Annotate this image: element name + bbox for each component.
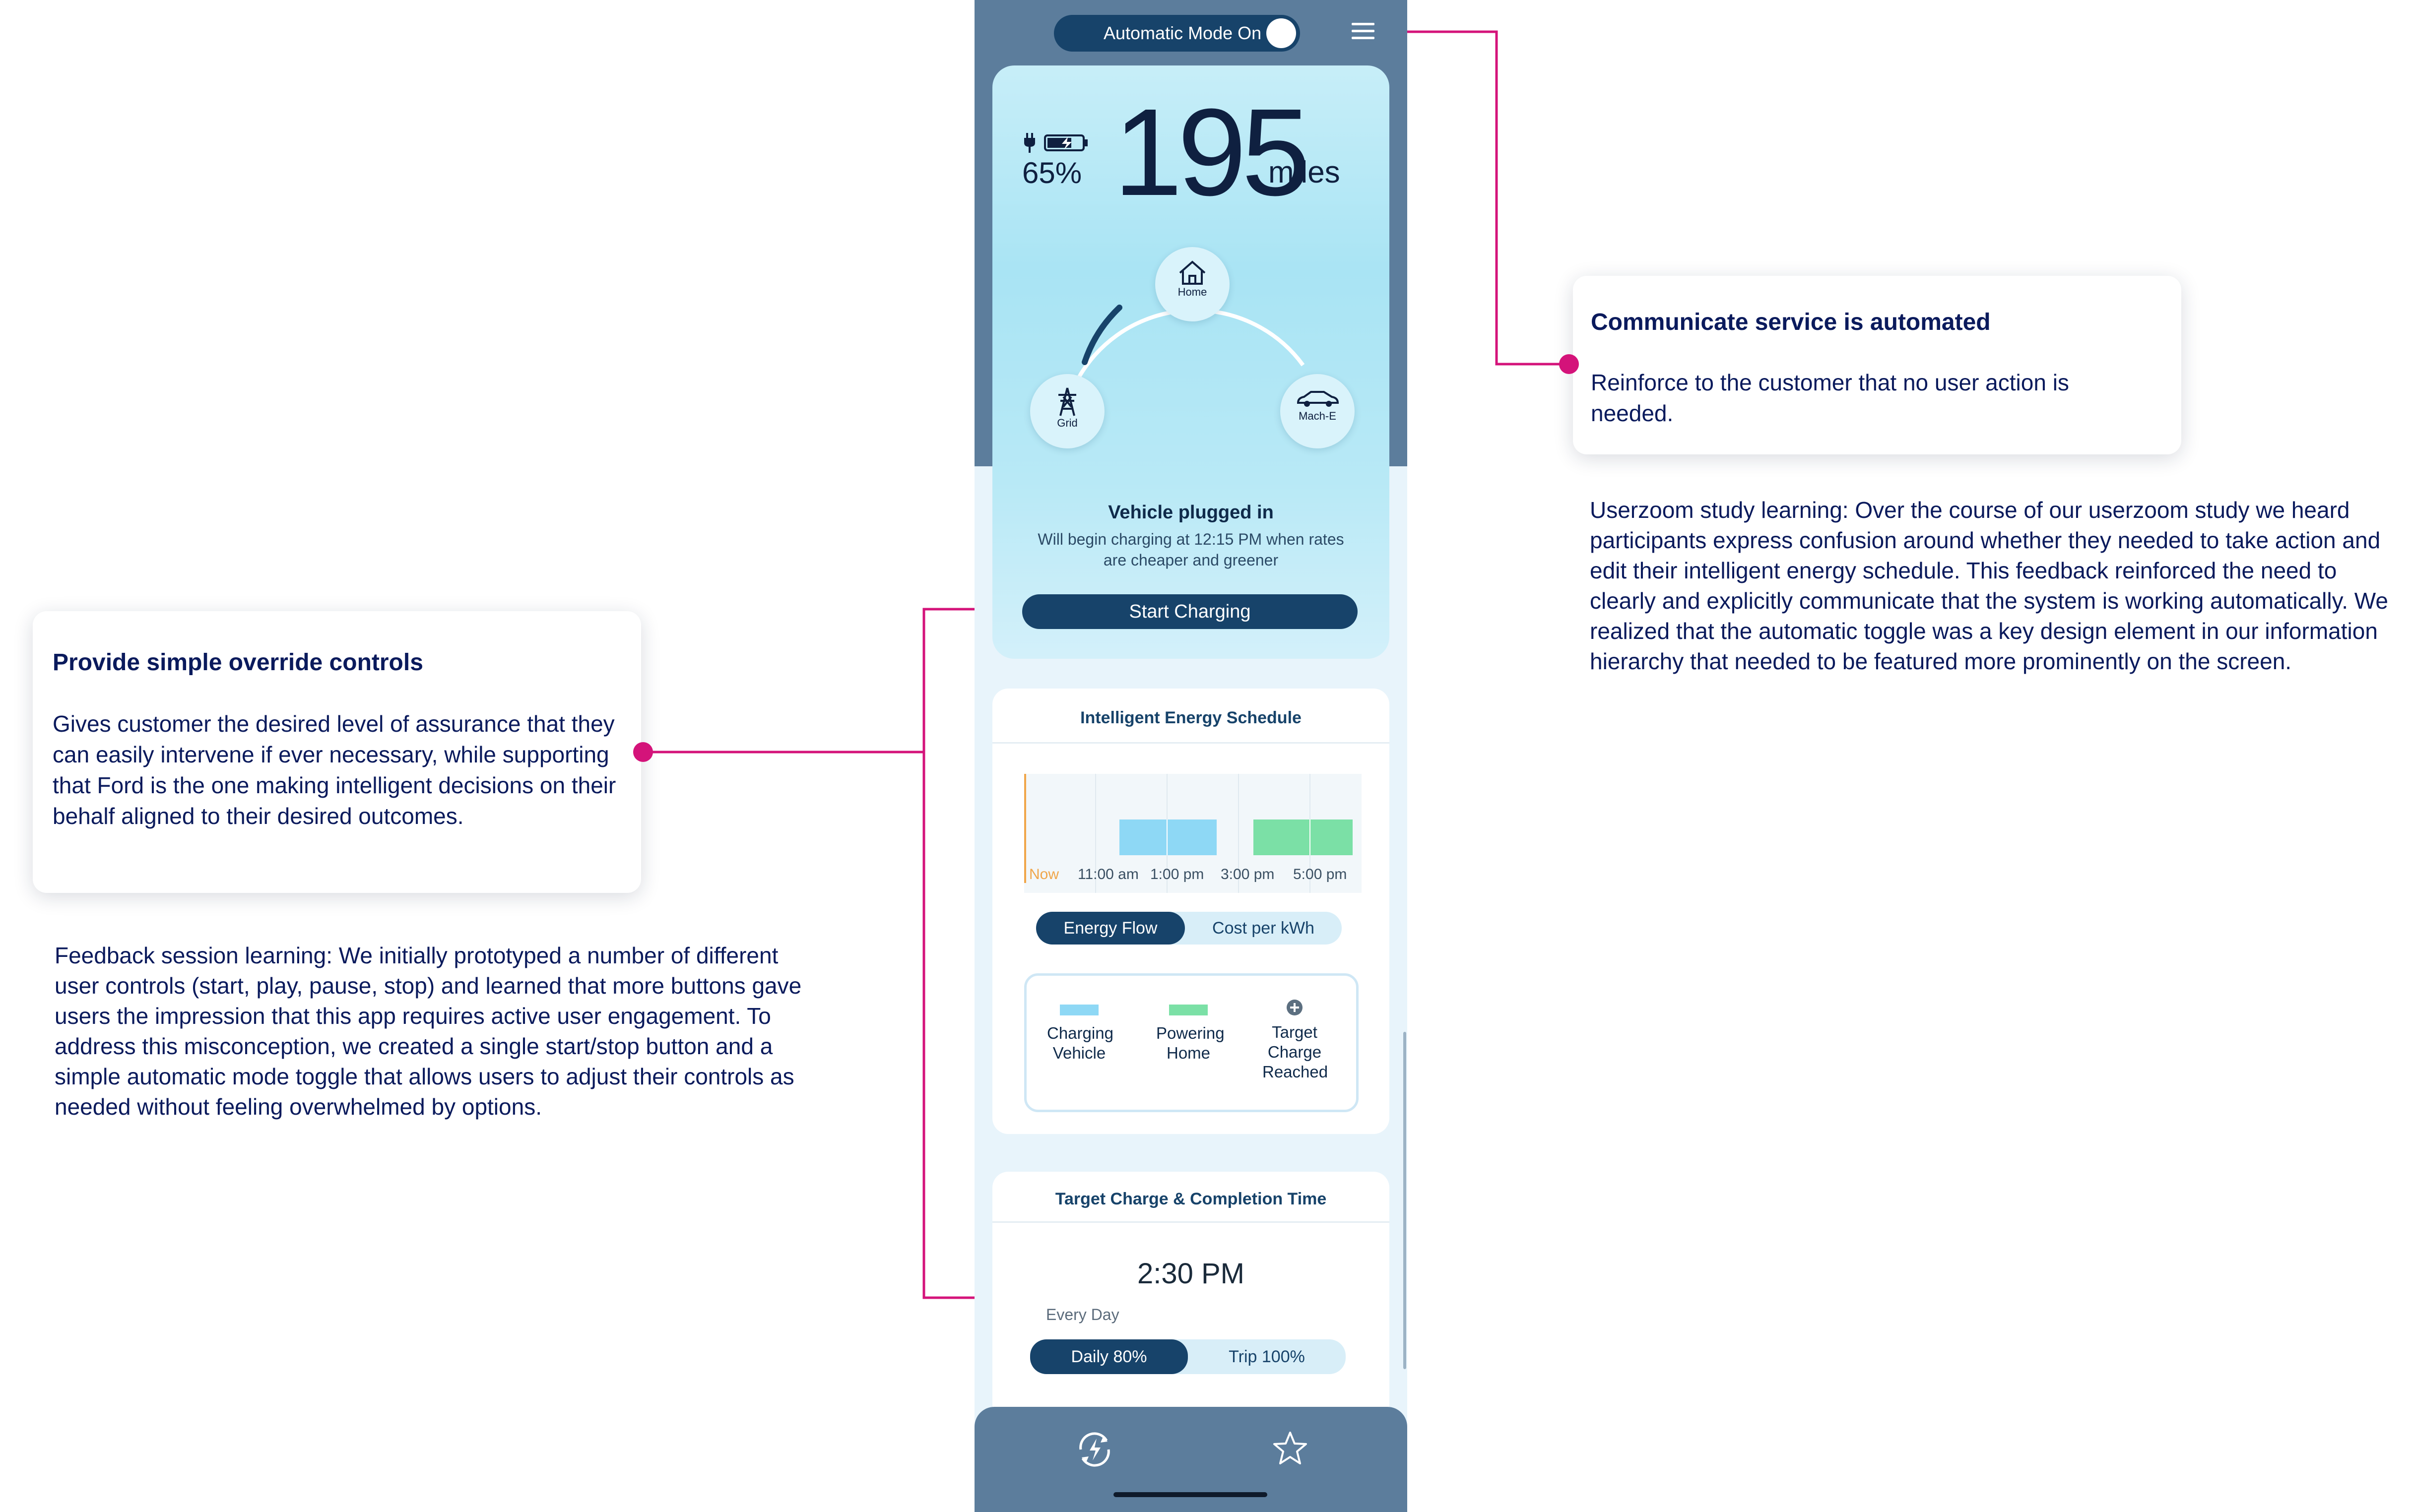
- time-label: 11:00 am: [1078, 866, 1139, 882]
- home-indicator: [1113, 1492, 1267, 1497]
- toggle-knob: [1266, 18, 1296, 48]
- scrollbar[interactable]: [1403, 1032, 1406, 1369]
- tab-trip[interactable]: Trip 100%: [1229, 1347, 1305, 1366]
- card-title: Intelligent Energy Schedule: [1080, 708, 1302, 727]
- menu-icon[interactable]: [1352, 23, 1374, 40]
- schedule-segmented-control: Energy Flow Cost per kWh: [1036, 912, 1342, 945]
- now-label: Now: [1029, 866, 1059, 882]
- grid-node: Grid: [1030, 374, 1105, 448]
- tab-daily[interactable]: Daily 80%: [1030, 1339, 1188, 1374]
- energy-schedule-card: Intelligent Energy Schedule Now 11:00 am…: [992, 689, 1389, 1134]
- battery-icon: [1044, 134, 1088, 151]
- legend-label: Charging Vehicle: [1047, 1024, 1113, 1062]
- userzoom-note: Userzoom study learning: Over the course…: [1590, 497, 2388, 674]
- plug-icon: [1024, 133, 1035, 153]
- time-label: 3:00 pm: [1221, 866, 1275, 882]
- home-node: Home: [1155, 247, 1230, 321]
- legend-swatch: [1169, 1005, 1208, 1015]
- favorites-star-icon[interactable]: [1270, 1429, 1310, 1468]
- time-label: 5:00 pm: [1293, 866, 1347, 882]
- annotation-dot: [633, 742, 653, 762]
- status-subtitle: Will begin charging at 12:15 PM when rat…: [1038, 530, 1344, 569]
- time-label: 1:00 pm: [1150, 866, 1204, 882]
- annotation-body: Gives customer the desired level of assu…: [53, 711, 616, 829]
- tab-cost-per-kwh[interactable]: Cost per kWh: [1212, 919, 1314, 938]
- car-icon: [1297, 391, 1339, 407]
- tab-energy-flow[interactable]: Energy Flow: [1036, 912, 1185, 945]
- legend-item: Powering Home: [1139, 1005, 1238, 1063]
- annotation-title: Provide simple override controls: [53, 649, 423, 676]
- legend-swatch: [1060, 1005, 1099, 1015]
- home-icon: [1179, 260, 1206, 285]
- annotation-card-automated: Communicate service is automated Reinfor…: [1573, 276, 2181, 454]
- annotation-card-override: Provide simple override controls Gives c…: [33, 611, 641, 893]
- toggle-label: Automatic Mode On: [1104, 23, 1262, 43]
- schedule-legend: Charging Vehicle Powering Home Target Ch…: [1024, 973, 1359, 1112]
- target-segmented-control: Daily 80% Trip 100%: [1030, 1339, 1346, 1374]
- completion-time: 2:30 PM: [1137, 1258, 1244, 1290]
- annotation-title: Communicate service is automated: [1591, 309, 1991, 335]
- annotation-body: Reinforce to the customer that no user a…: [1591, 370, 2069, 426]
- node-label: Grid: [1057, 417, 1078, 429]
- node-label: Home: [1177, 286, 1207, 298]
- legend-item: Target Charge Reached: [1245, 999, 1344, 1082]
- charge-status-card: 65% 195 miles Home Grid Mach-E Vehicle p…: [992, 65, 1389, 659]
- automatic-mode-toggle[interactable]: Automatic Mode On: [1054, 15, 1300, 52]
- charge-tab-icon[interactable]: [1072, 1427, 1117, 1472]
- feedback-note: Feedback session learning: We initially …: [55, 943, 802, 1120]
- legend-item: Charging Vehicle: [1030, 1005, 1129, 1063]
- divider: [992, 742, 1389, 744]
- repeat-label: Every Day: [1046, 1306, 1119, 1323]
- battery-percent: 65%: [1022, 156, 1082, 189]
- range-unit: miles: [1268, 155, 1340, 189]
- card-title: Target Charge & Completion Time: [1055, 1190, 1327, 1208]
- target-charge-card: Target Charge & Completion Time 2:30 PM …: [992, 1172, 1389, 1420]
- divider: [992, 1221, 1389, 1223]
- legend-label: Powering Home: [1156, 1024, 1225, 1062]
- start-charging-button[interactable]: Start Charging: [1022, 594, 1358, 629]
- grid-tower-icon: [1058, 387, 1076, 416]
- phone-screen: Automatic Mode On 65% 195 miles Home Gri…: [975, 0, 1407, 1512]
- annotation-dot: [1559, 354, 1579, 374]
- target-charge-icon: [1287, 1000, 1303, 1015]
- bottom-tab-bar: [975, 1407, 1407, 1512]
- schedule-chart: [1024, 774, 1362, 893]
- charging-block: [1119, 819, 1217, 855]
- range-value: 195: [1113, 83, 1310, 221]
- powering-home-block: [1253, 819, 1353, 855]
- vehicle-node: Mach-E: [1280, 374, 1355, 448]
- legend-label: Target Charge Reached: [1262, 1023, 1328, 1081]
- status-title: Vehicle plugged in: [1108, 502, 1274, 523]
- node-label: Mach-E: [1299, 410, 1336, 422]
